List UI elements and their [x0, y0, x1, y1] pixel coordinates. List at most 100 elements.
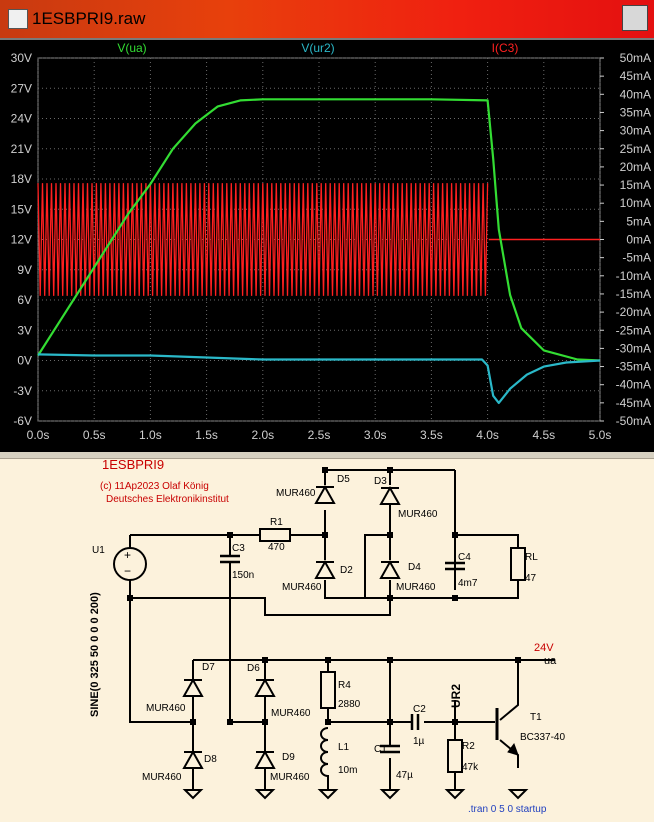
component-label: D5 [337, 474, 350, 485]
capacitor-c4 [445, 561, 465, 571]
component-label: 47k [462, 762, 479, 773]
right-tick-label: 15mA [620, 178, 651, 192]
component-label: R1 [270, 517, 283, 528]
component-label: 10m [338, 765, 357, 776]
right-tick-label: 40mA [620, 87, 651, 101]
schematic-institute: Deutsches Elektronikinstitut [106, 494, 229, 505]
component-label: 470 [268, 542, 285, 553]
component-label: D2 [340, 565, 353, 576]
legend-v-ua[interactable]: V(ua) [117, 41, 146, 55]
trace-v-ua [37, 98, 601, 362]
left-tick-label: 9V [17, 263, 32, 277]
schematic-copyright: (c) 11Ap2023 Olaf König [100, 481, 209, 492]
junction-dot [227, 532, 233, 538]
trace-i-c3 [37, 183, 600, 296]
pane-divider[interactable] [0, 452, 654, 459]
close-button[interactable] [622, 5, 648, 31]
right-tick-label: -45mA [616, 396, 651, 410]
component-label: MUR460 [398, 509, 438, 520]
junction-dot [325, 719, 331, 725]
schematic-wires [129, 469, 555, 790]
right-tick-label: -50mA [616, 414, 651, 428]
junction-dot [322, 532, 328, 538]
trace-line [37, 183, 489, 296]
diode-d3 [379, 485, 401, 505]
left-tick-label: 6V [17, 293, 32, 307]
svg-text:−: − [124, 564, 131, 578]
component-label: MUR460 [142, 772, 182, 783]
junction-dot [227, 719, 233, 725]
legend-v-ur2[interactable]: V(ur2) [301, 41, 334, 55]
trace-v-ur2 [37, 353, 601, 404]
right-tick-label: 20mA [620, 160, 651, 174]
component-label: 150n [232, 570, 254, 581]
source-ref: U1 [92, 545, 105, 556]
x-tick-label: 3.5s [420, 428, 443, 442]
left-tick-label: 0V [17, 354, 32, 368]
window-title: 1ESBPRI9.raw [32, 9, 146, 28]
right-tick-label: -20mA [616, 305, 651, 319]
capacitor-c1 [380, 744, 400, 754]
capacitor-c3 [220, 554, 240, 564]
ground-symbol [254, 789, 276, 800]
right-tick-label: -10mA [616, 269, 651, 283]
diode-d9 [254, 749, 276, 769]
junction-dot [262, 657, 268, 663]
component-label: D3 [374, 476, 387, 487]
trace-legend: V(ua) V(ur2) I(C3) [117, 41, 518, 55]
junction-dot [262, 719, 268, 725]
waveform-window-icon [8, 9, 28, 29]
net-label-ua: ua [544, 655, 557, 667]
component-label: MUR460 [282, 582, 322, 593]
x-tick-label: 2.0s [251, 428, 274, 442]
resistor-rl [510, 547, 526, 581]
component-label: D4 [408, 562, 421, 573]
sine-source-symbol [113, 547, 147, 581]
schematic-pane[interactable]: +− 1ESBPRI9(c) 11Ap2023 Olaf KönigDeutsc… [0, 452, 654, 822]
component-label: D8 [204, 754, 217, 765]
x-tick-label: 0.0s [27, 428, 50, 442]
schematic-title: 1ESBPRI9 [102, 457, 164, 472]
junction-dot [387, 657, 393, 663]
left-tick-label: 21V [11, 142, 32, 156]
x-tick-label: 3.0s [364, 428, 387, 442]
resistor-r2 [447, 739, 463, 773]
component-label: D7 [202, 662, 215, 673]
net-label-24v: 24V [534, 642, 554, 654]
title-bar: 1ESBPRI9.raw [0, 0, 654, 40]
x-tick-label: 5.0s [589, 428, 612, 442]
right-tick-label: -15mA [616, 287, 651, 301]
left-tick-label: 30V [11, 51, 32, 65]
component-label: D6 [247, 663, 260, 674]
left-tick-label: 3V [17, 323, 32, 337]
right-tick-label: 10mA [620, 196, 651, 210]
capacitor-c2 [410, 714, 420, 730]
right-tick-label: 50mA [620, 51, 651, 65]
ground-symbol [182, 789, 204, 800]
left-tick-label: 12V [11, 233, 32, 247]
component-label: RL [525, 552, 538, 563]
component-label: 47µ [396, 770, 413, 781]
junction-dot [325, 657, 331, 663]
junction-dot [452, 532, 458, 538]
legend-i-c3[interactable]: I(C3) [492, 41, 519, 55]
right-tick-label: 25mA [620, 142, 651, 156]
svg-text:+: + [124, 548, 131, 562]
ground-symbol [379, 789, 401, 800]
schematic-components: +− [113, 467, 529, 800]
component-label: C3 [232, 543, 245, 554]
right-tick-label: 5mA [626, 214, 651, 228]
diode-d4 [379, 559, 401, 579]
junction-dot [452, 595, 458, 601]
right-tick-label: 30mA [620, 124, 651, 138]
left-tick-label: 15V [11, 202, 32, 216]
right-tick-label: -35mA [616, 360, 651, 374]
diode-d7 [182, 677, 204, 697]
diode-d8 [182, 749, 204, 769]
junction-dot [190, 719, 196, 725]
junction-dot [387, 595, 393, 601]
ground-symbol [507, 789, 529, 800]
